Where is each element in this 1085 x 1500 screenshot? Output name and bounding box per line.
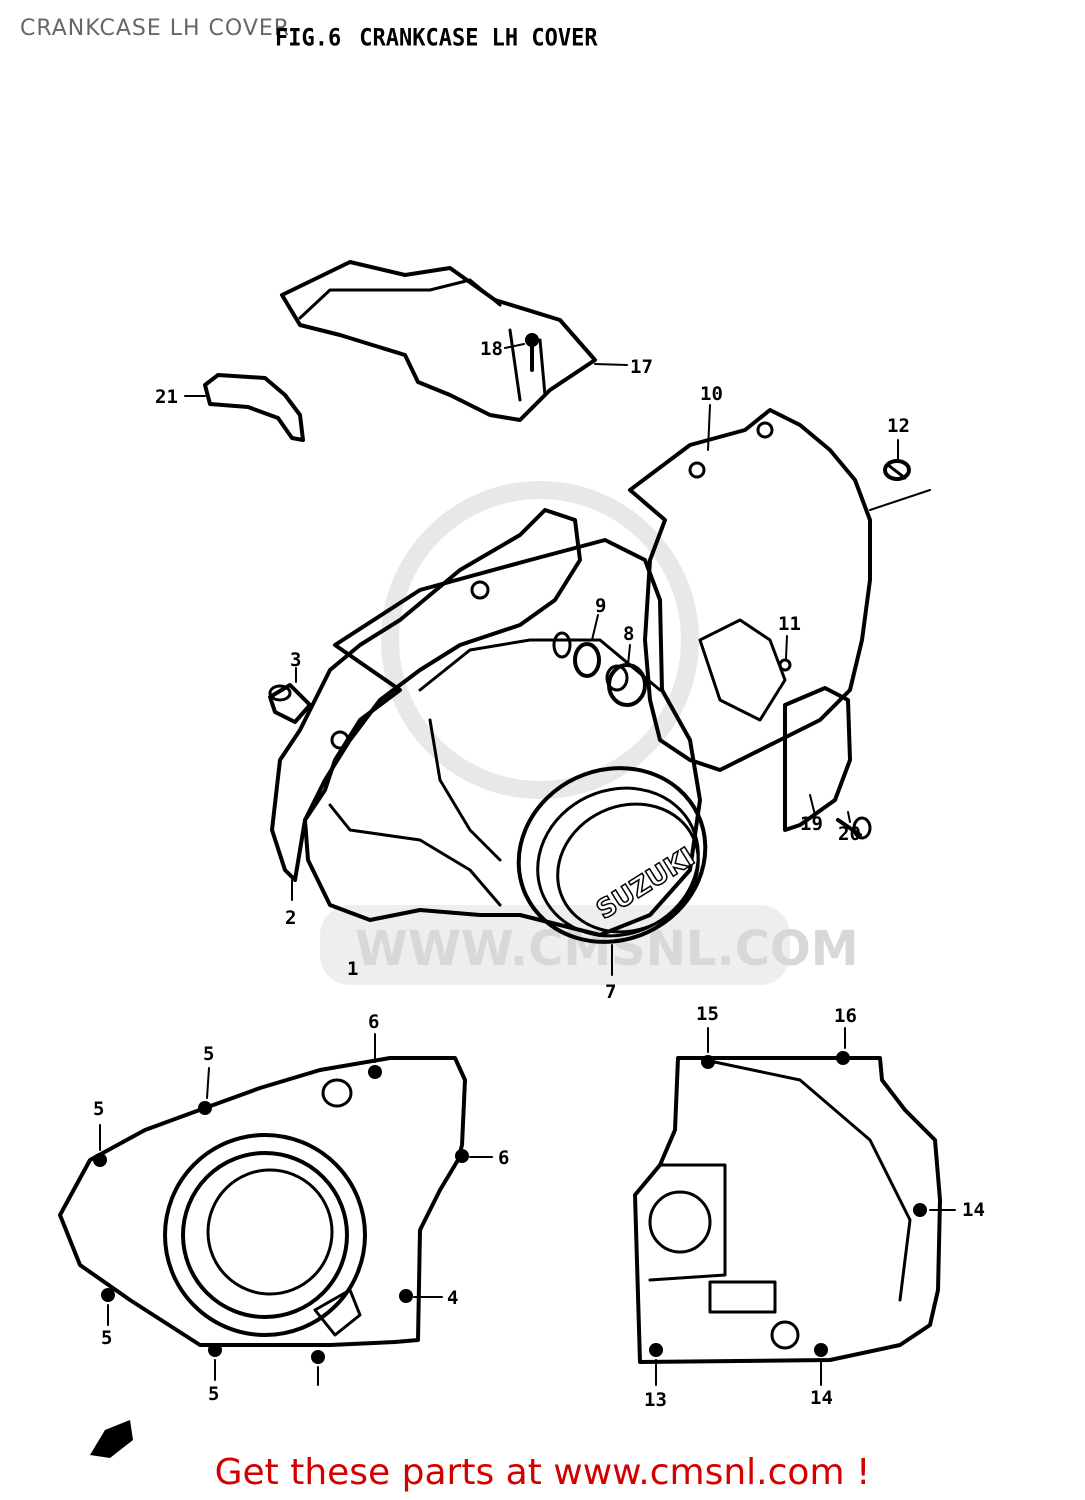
callout-18: 18	[480, 338, 503, 360]
callout-9: 9	[595, 595, 606, 617]
callout-1: 1	[347, 958, 358, 980]
part-8-plug	[605, 644, 647, 707]
callout-5a: 5	[93, 1098, 104, 1120]
bolts-4-5-6	[93, 1033, 493, 1386]
callout-14b: 14	[810, 1387, 833, 1409]
part-3-dowel	[268, 667, 312, 724]
callout-13: 13	[644, 1389, 667, 1411]
part-18-bolt	[504, 333, 539, 372]
callout-15: 15	[696, 1003, 719, 1025]
callout-17: 17	[630, 356, 653, 378]
callout-10: 10	[700, 383, 723, 405]
callout-5c: 5	[101, 1327, 112, 1349]
callout-14a: 14	[962, 1199, 985, 1221]
callout-2: 2	[285, 907, 296, 929]
callout-16: 16	[834, 1005, 857, 1027]
forward-arrow-icon	[90, 1420, 133, 1458]
callout-6a: 6	[368, 1011, 379, 1033]
part-1-crankcase-cover	[303, 538, 702, 937]
callout-21: 21	[155, 386, 178, 408]
footer-link-text[interactable]: Get these parts at www.cmsnl.com !	[214, 1452, 871, 1493]
page-title: CRANKCASE LH COVER	[20, 16, 291, 41]
callout-5d: 5	[208, 1383, 219, 1405]
part-2-gasket	[270, 508, 582, 901]
part-11-screw	[778, 635, 792, 672]
callout-12: 12	[887, 415, 910, 437]
lower-right-cover	[633, 1056, 942, 1364]
bolts-13-14-15-16	[649, 1027, 956, 1386]
part-10-sprocket-cover	[628, 404, 872, 772]
callout-7: 7	[605, 981, 616, 1003]
part-19-plate	[783, 686, 852, 832]
part-20-bolt	[836, 811, 872, 840]
callout-4: 4	[447, 1287, 458, 1309]
part-9-seal	[552, 614, 601, 678]
figure-title: CRANKCASE LH COVER	[359, 24, 598, 53]
part-17-upper-cover	[280, 260, 628, 422]
callout-3: 3	[290, 649, 301, 671]
figure-number: FIG.6	[275, 24, 342, 53]
part-21-bracket	[184, 373, 305, 442]
callout-6b: 6	[498, 1147, 509, 1169]
callout-11: 11	[778, 613, 801, 635]
figure-heading: FIG.6 CRANKCASE LH COVER	[275, 25, 616, 53]
callout-5b: 5	[203, 1043, 214, 1065]
part-12-grommet	[869, 439, 931, 511]
callout-19: 19	[800, 813, 823, 835]
callout-8: 8	[623, 623, 634, 645]
watermark: WWW.CMSNL.COM	[320, 481, 859, 985]
callout-20: 20	[838, 823, 861, 845]
